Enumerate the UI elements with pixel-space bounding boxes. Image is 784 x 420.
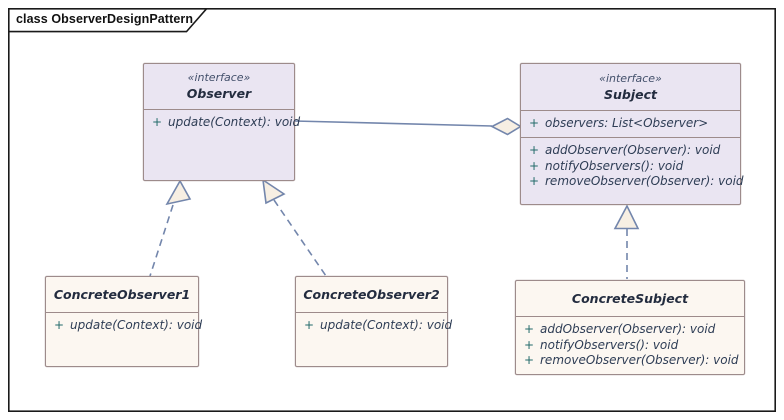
operation-signature: removeObserver(Observer): void — [540, 353, 739, 367]
operation-row: + notifyObservers(): void — [529, 159, 736, 175]
visibility-marker: + — [304, 318, 315, 332]
operation-row: + removeObserver(Observer): void — [524, 353, 740, 369]
class-header: «interface» Subject — [521, 64, 740, 111]
class-name: Subject — [604, 86, 657, 102]
visibility-marker: + — [152, 115, 163, 129]
class-name: ConcreteSubject — [571, 291, 689, 306]
operation-signature: addObserver(Observer): void — [545, 143, 721, 157]
observer-subject-aggregation-connector — [293, 117, 523, 136]
operation-signature: update(Context): void — [320, 318, 453, 332]
operation-row: + update(Context): void — [54, 318, 202, 334]
operation-row: + update(Context): void — [304, 318, 452, 334]
visibility-marker: + — [524, 353, 535, 367]
class-box-concrete-observer1: ConcreteObserver1 + update(Context): voi… — [45, 276, 202, 367]
operation-row: + removeObserver(Observer): void — [529, 174, 744, 190]
operation-signature: removeObserver(Observer): void — [545, 174, 744, 188]
class-name: ConcreteObserver1 — [53, 287, 191, 302]
frame-title: class ObserverDesignPattern — [16, 12, 194, 26]
visibility-marker: + — [529, 116, 540, 130]
visibility-marker: + — [524, 322, 535, 336]
class-name: Observer — [186, 86, 252, 101]
attribute-row: + observers: List<Observer> — [529, 116, 736, 132]
visibility-marker: + — [524, 337, 535, 352]
class-box-concrete-observer2: ConcreteObserver2 + update(Context): voi… — [295, 276, 452, 367]
operation-signature: addObserver(Observer): void — [540, 322, 716, 336]
stereotype-label: «interface» — [187, 71, 251, 84]
operation-row: + addObserver(Observer): void — [529, 143, 736, 159]
class-header: «interface» Observer — [144, 64, 294, 110]
realization-triangle-icon — [613, 204, 640, 230]
operation-signature: update(Context): void — [70, 318, 203, 332]
concreteobserver2-observer-realization-connector — [261, 178, 327, 277]
visibility-marker: + — [529, 143, 540, 157]
attribute-signature: observers: List<Observer> — [545, 116, 709, 130]
operations-section: + update(Context): void — [46, 313, 202, 337]
stereotype-label: «interface» — [599, 71, 662, 85]
realization-triangle-icon — [165, 179, 192, 206]
concretesubject-subject-realization-connector — [613, 204, 640, 279]
operation-signature: notifyObservers(): void — [545, 158, 684, 173]
class-box-subject: «interface» Subject + observers: List<Ob… — [520, 63, 744, 205]
class-header: ConcreteObserver2 — [296, 277, 447, 313]
operation-signature: notifyObservers(): void — [540, 337, 679, 352]
attributes-section: + observers: List<Observer> — [521, 111, 740, 138]
operations-section: + addObserver(Observer): void + notifyOb… — [516, 317, 744, 372]
operation-row: + addObserver(Observer): void — [524, 322, 740, 338]
operations-section: + addObserver(Observer): void + notifyOb… — [521, 138, 744, 193]
operation-row: + notifyObservers(): void — [524, 338, 740, 354]
operations-section: + update(Context): void — [296, 313, 452, 337]
visibility-marker: + — [529, 174, 540, 188]
class-box-observer: «interface» Observer + update(Context): … — [143, 63, 300, 181]
visibility-marker: + — [54, 318, 65, 332]
realization-triangle-icon — [261, 178, 286, 205]
class-box-concrete-subject: ConcreteSubject + addObserver(Observer):… — [515, 280, 745, 375]
concreteobserver1-observer-realization-connector — [149, 179, 192, 277]
class-header: ConcreteObserver1 — [46, 277, 198, 313]
aggregation-diamond-icon — [490, 117, 523, 136]
operation-signature: update(Context): void — [168, 115, 301, 129]
operation-row: + update(Context): void — [152, 115, 300, 131]
class-header: ConcreteSubject — [516, 281, 744, 317]
class-name: ConcreteObserver2 — [303, 287, 440, 302]
operations-section: + update(Context): void — [144, 110, 300, 134]
visibility-marker: + — [529, 158, 540, 173]
